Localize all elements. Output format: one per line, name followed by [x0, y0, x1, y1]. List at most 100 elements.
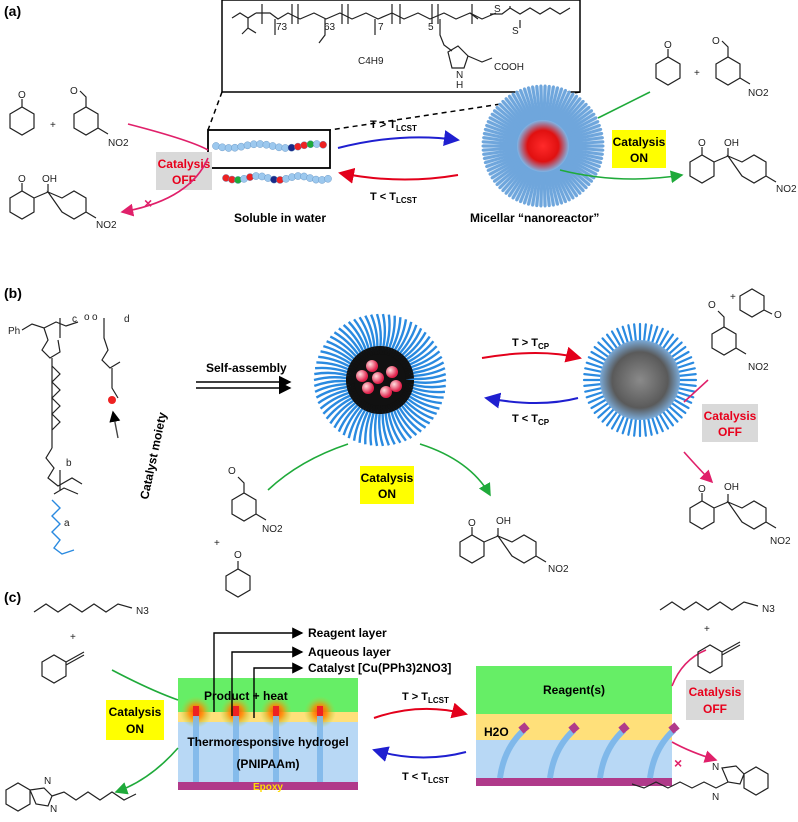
- svg-text:ON: ON: [126, 722, 144, 736]
- svg-text:o: o: [84, 312, 90, 323]
- reactants-b-right: O NO2 + O: [708, 288, 782, 373]
- svg-text:N3: N3: [136, 606, 149, 617]
- svg-text:S: S: [512, 26, 519, 37]
- device-right: Reagent(s) H2O: [476, 666, 680, 786]
- polymer-structure-box: 73 63 7 5 C4H9 COOH N H S S: [221, 0, 581, 93]
- reactants-left-a: O + O NO2: [9, 86, 129, 149]
- svg-text:NO2: NO2: [108, 138, 129, 149]
- product-right-a: O OH NO2: [689, 138, 797, 195]
- micelle-nanoreactor: [481, 84, 605, 208]
- svg-text:NO2: NO2: [96, 220, 117, 231]
- svg-text:C4H9: C4H9: [358, 56, 384, 67]
- svg-text:O: O: [18, 90, 26, 101]
- self-assembly-label: Self-assembly: [206, 361, 287, 375]
- catalysis-on-badge-b: Catalysis ON: [360, 466, 414, 504]
- catalysis-off-badge-b: Catalysis OFF: [702, 404, 758, 442]
- reactants-b-left: O NO2 + O: [214, 466, 283, 598]
- svg-text:OH: OH: [724, 482, 739, 493]
- layer-callouts: Reagent layer Aqueous layer Catalyst [Cu…: [213, 626, 451, 718]
- svg-text:T < TLCST: T < TLCST: [402, 771, 449, 785]
- svg-text:H2O: H2O: [484, 725, 509, 739]
- svg-text:OFF: OFF: [718, 425, 742, 439]
- svg-text:73: 73: [276, 22, 288, 33]
- catalysis-off-badge-a: Catalysis OFF: [156, 152, 212, 190]
- device-left: Product + heat Thermoresponsive hydrogel…: [178, 678, 358, 793]
- svg-text:a: a: [64, 518, 70, 529]
- micelle-b: [313, 313, 447, 447]
- svg-text:Product + heat: Product + heat: [204, 689, 288, 703]
- catalysis-on-badge-a: Catalysis ON: [612, 130, 666, 168]
- svg-text:O: O: [774, 310, 782, 321]
- cooling-arrow: [338, 167, 459, 184]
- panel-a: (a) 73 63 7 5 C4H9 COOH N H S S: [4, 0, 797, 231]
- svg-text:T > TLCST: T > TLCST: [370, 119, 417, 133]
- svg-text:N: N: [44, 776, 51, 787]
- polymer-structure-b: Ph c d b a o o: [8, 312, 130, 555]
- svg-text:+: +: [214, 538, 220, 549]
- svg-text:+: +: [704, 624, 710, 635]
- svg-text:b: b: [66, 458, 72, 469]
- catalysis-on-badge-c: Catalysis ON: [106, 700, 164, 740]
- svg-text:Catalysis: Catalysis: [613, 135, 666, 149]
- svg-text:Catalysis: Catalysis: [361, 471, 414, 485]
- panel-b: (b) Ph c d b a o o Catalyst moiety Self-…: [4, 285, 791, 598]
- panel-a-label: (a): [4, 3, 21, 19]
- svg-text:O: O: [70, 86, 78, 97]
- soluble-in-water-label: Soluble in water: [234, 211, 326, 225]
- svg-text:Epoxy: Epoxy: [253, 782, 283, 793]
- svg-text:O: O: [712, 36, 720, 47]
- svg-text:OH: OH: [42, 174, 57, 185]
- svg-text:N: N: [712, 792, 719, 803]
- svg-text:COOH: COOH: [494, 62, 524, 73]
- svg-text:Catalyst [Cu(PPh3)2NO3]: Catalyst [Cu(PPh3)2NO3]: [308, 661, 451, 675]
- svg-text:Catalysis: Catalysis: [689, 685, 742, 699]
- svg-text:Catalysis: Catalysis: [158, 157, 211, 171]
- svg-text:o: o: [92, 312, 98, 323]
- svg-text:NO2: NO2: [770, 536, 791, 547]
- svg-text:O: O: [664, 40, 672, 51]
- svg-text:+: +: [694, 68, 700, 79]
- svg-text:ON: ON: [630, 151, 648, 165]
- reactants-right-a: O + O NO2: [655, 36, 769, 99]
- product-b-center: O OH NO2: [459, 516, 569, 575]
- svg-text:N: N: [50, 804, 57, 815]
- svg-text:T > TCP: T > TCP: [512, 337, 550, 351]
- svg-text:OH: OH: [724, 138, 739, 149]
- catalyst-moiety-label: Catalyst moiety: [137, 411, 169, 501]
- unimer-chains: [207, 129, 332, 184]
- svg-text:Reagent layer: Reagent layer: [308, 626, 387, 640]
- svg-text:Catalysis: Catalysis: [109, 705, 162, 719]
- svg-text:7: 7: [378, 22, 384, 33]
- svg-text:ON: ON: [378, 487, 396, 501]
- svg-text:NO2: NO2: [262, 524, 283, 535]
- svg-text:+: +: [50, 120, 56, 131]
- panel-b-label: (b): [4, 285, 22, 301]
- product-b-right: O OH NO2: [689, 482, 791, 547]
- svg-text:N3: N3: [762, 604, 775, 615]
- svg-text:O: O: [468, 518, 476, 529]
- svg-text:O: O: [708, 300, 716, 311]
- svg-text:O: O: [228, 466, 236, 477]
- svg-text:Aqueous layer: Aqueous layer: [308, 645, 391, 659]
- collapsed-micelle-b: [582, 322, 698, 438]
- svg-text:S: S: [494, 4, 501, 15]
- svg-text:NO2: NO2: [748, 362, 769, 373]
- svg-text:O: O: [698, 484, 706, 495]
- svg-text:OH: OH: [496, 516, 511, 527]
- product-left-a: O OH NO2: [9, 174, 117, 231]
- triazole-c-right: N N: [631, 762, 769, 803]
- reagents-c-right: N3 +: [659, 601, 775, 674]
- svg-text:O: O: [18, 174, 26, 185]
- svg-text:T < TLCST: T < TLCST: [370, 191, 417, 205]
- svg-text:Reagent(s): Reagent(s): [543, 683, 605, 697]
- svg-text:N: N: [712, 762, 719, 773]
- svg-text:OFF: OFF: [703, 702, 727, 716]
- svg-text:Thermoresponsive hydrogel: Thermoresponsive hydrogel: [187, 735, 348, 749]
- triazole-c-left: N N: [5, 776, 137, 815]
- svg-text:NO2: NO2: [748, 88, 769, 99]
- svg-text:d: d: [124, 314, 130, 325]
- svg-text:O: O: [234, 550, 242, 561]
- svg-text:NO2: NO2: [548, 564, 569, 575]
- reagents-c-left: N3 +: [33, 603, 149, 684]
- panel-c-label: (c): [4, 589, 21, 605]
